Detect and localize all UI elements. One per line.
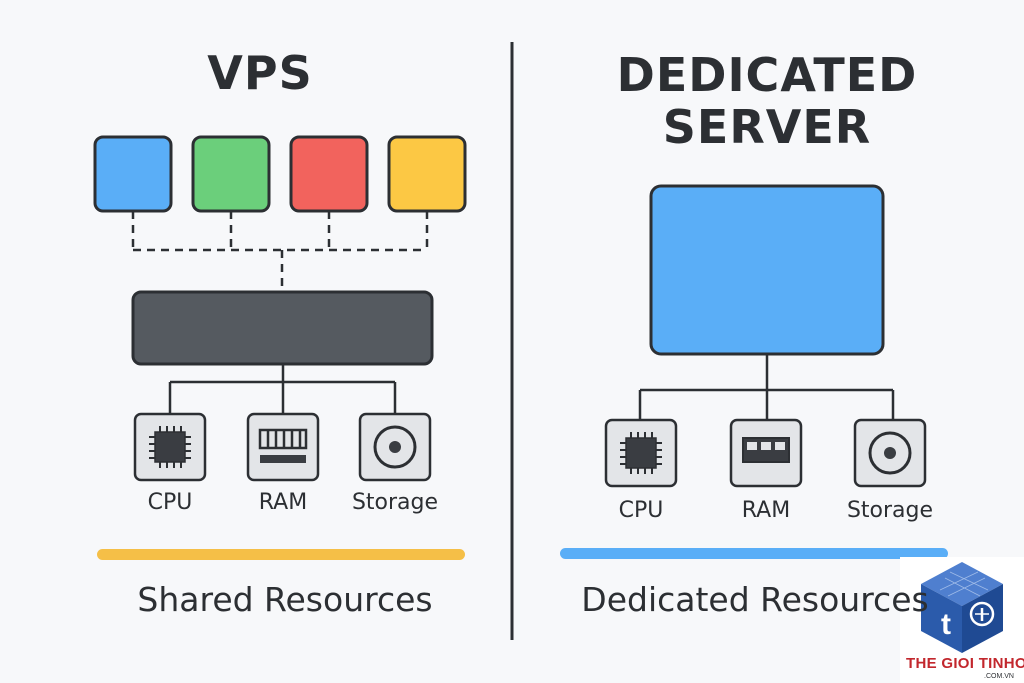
- brand-domain: .COM.VN: [984, 673, 1014, 680]
- vps-ram-label: RAM: [258, 490, 308, 515]
- vps-title: VPS: [207, 46, 313, 100]
- vps-storage-label: Storage: [351, 490, 439, 515]
- shared-resources-bar: [97, 549, 465, 560]
- dedicated-caption: Dedicated Resources: [581, 580, 929, 619]
- brand-part1: THE GIOI: [906, 655, 975, 672]
- dedicated-resources-bar: [560, 548, 948, 559]
- vps-cpu-icon: [133, 412, 207, 482]
- vps-resource-connectors: [168, 364, 397, 414]
- vm-dashed-connectors: [131, 211, 429, 292]
- vps-cpu-label: CPU: [147, 490, 193, 515]
- dedicated-ram-icon: [729, 418, 803, 488]
- dedicated-storage-label: Storage: [846, 498, 934, 523]
- hypervisor-box: [131, 290, 434, 366]
- dedicated-cpu-label: CPU: [618, 498, 664, 523]
- dedicated-title-line2: SERVER: [662, 100, 872, 154]
- dedicated-ram-label: RAM: [741, 498, 791, 523]
- vm-box-green: [191, 135, 271, 213]
- brand-logo-text: THE GIOI TINHOC: [906, 655, 1024, 672]
- vps-storage-icon: [358, 412, 432, 482]
- dedicated-resource-connectors: [638, 354, 895, 420]
- vm-box-blue: [93, 135, 173, 213]
- cube-logo-icon: t: [921, 562, 1003, 653]
- vps-ram-icon: [246, 412, 320, 482]
- svg-text:t: t: [941, 608, 951, 641]
- vm-box-yellow: [387, 135, 467, 213]
- dedicated-server-box: [649, 184, 885, 356]
- dedicated-title-line1: DEDICATED: [616, 48, 918, 102]
- brand-part2: TINHOC: [978, 655, 1024, 672]
- dedicated-storage-icon: [853, 418, 927, 488]
- dedicated-cpu-icon: [604, 418, 678, 488]
- vps-caption: Shared Resources: [137, 580, 433, 619]
- vm-box-red: [289, 135, 369, 213]
